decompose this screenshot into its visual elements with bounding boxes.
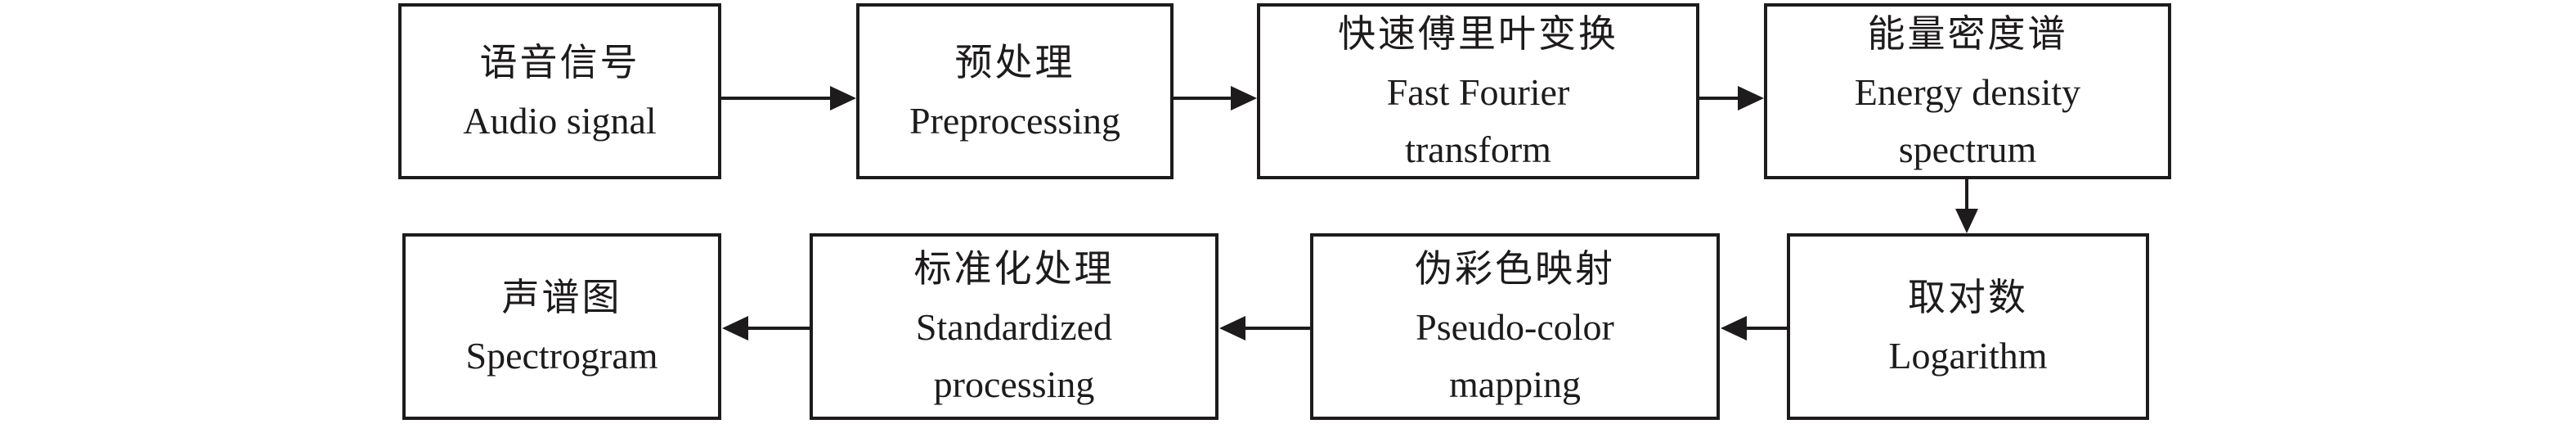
arrow-pseudo-color-to-standardized-icon bbox=[1219, 316, 1310, 341]
node-label-en-line2: spectrum bbox=[1898, 128, 2037, 170]
node-label-en-line1: Fast Fourier bbox=[1386, 70, 1570, 113]
flow-node-standardized-processing: 标准化处理 Standardized processing bbox=[810, 233, 1218, 420]
node-label-zh: 能量密度谱 bbox=[1867, 12, 2068, 55]
node-label-en-line2: transform bbox=[1405, 128, 1551, 170]
node-label-zh: 标准化处理 bbox=[913, 248, 1115, 290]
node-label-zh: 取对数 bbox=[1908, 277, 2028, 318]
flow-node-preprocessing: 预处理 Preprocessing bbox=[856, 3, 1174, 179]
arrow-standardized-to-spectrogram-icon bbox=[722, 316, 810, 341]
node-label-en: Audio signal bbox=[463, 99, 657, 142]
arrow-preprocessing-to-fft-icon bbox=[1174, 86, 1257, 111]
arrow-energy-density-to-logarithm-icon bbox=[1955, 179, 1978, 233]
node-label-zh: 伪彩色映射 bbox=[1415, 248, 1615, 290]
node-label-zh: 快速傅里叶变换 bbox=[1338, 12, 1618, 55]
node-label-en: Logarithm bbox=[1888, 335, 2048, 377]
flow-node-logarithm: 取对数 Logarithm bbox=[1787, 233, 2149, 420]
node-label-en: Spectrogram bbox=[465, 335, 658, 377]
node-label-en-line2: mapping bbox=[1449, 363, 1581, 405]
arrow-logarithm-to-pseudo-color-icon bbox=[1721, 316, 1787, 341]
node-label-en-line1: Pseudo-color bbox=[1416, 306, 1614, 348]
node-label-zh: 语音信号 bbox=[479, 41, 640, 83]
flow-node-spectrogram: 声谱图 Spectrogram bbox=[402, 233, 721, 420]
arrow-fft-to-energy-density-icon bbox=[1699, 86, 1764, 111]
node-label-zh: 预处理 bbox=[954, 41, 1075, 83]
flow-node-fast-fourier-transform: 快速傅里叶变换 Fast Fourier transform bbox=[1257, 3, 1699, 179]
arrow-audio-signal-to-preprocessing-icon bbox=[721, 86, 856, 111]
flow-node-pseudo-color-mapping: 伪彩色映射 Pseudo-color mapping bbox=[1310, 233, 1720, 420]
node-label-zh: 声谱图 bbox=[501, 277, 622, 318]
node-label-en-line1: Energy density bbox=[1854, 70, 2081, 113]
node-label-en-line2: processing bbox=[933, 363, 1095, 405]
node-label-en-line1: Standardized bbox=[915, 306, 1113, 348]
flow-node-energy-density-spectrum: 能量密度谱 Energy density spectrum bbox=[1764, 3, 2171, 179]
flow-node-audio-signal: 语音信号 Audio signal bbox=[398, 3, 721, 179]
node-label-en: Preprocessing bbox=[909, 99, 1121, 142]
